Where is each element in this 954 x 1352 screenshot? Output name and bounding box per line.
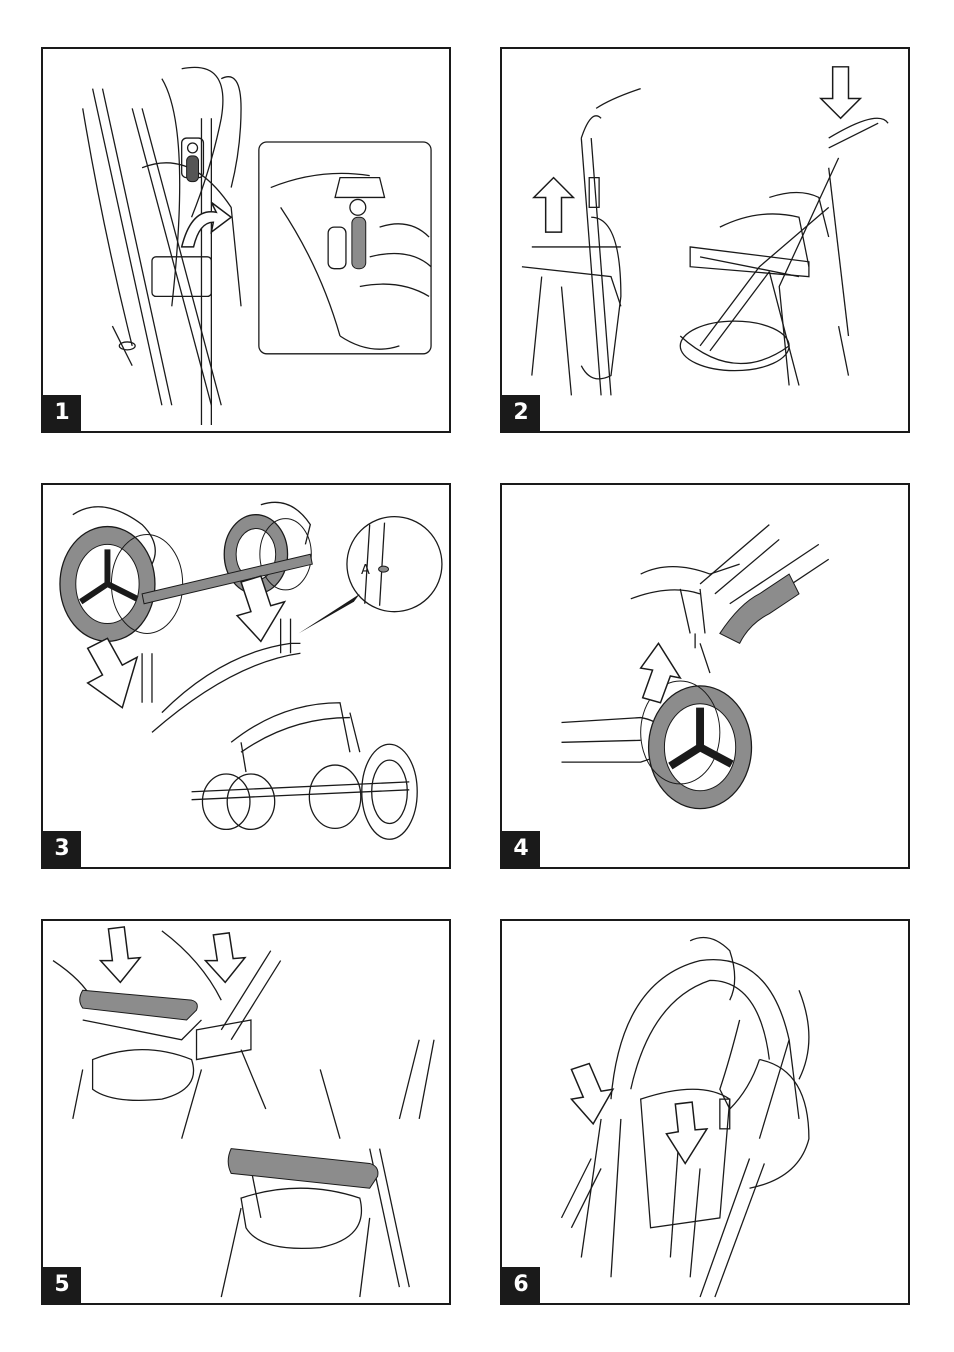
down-arrow-icon <box>237 576 285 641</box>
front-wheel-fitting-illustration <box>502 485 908 867</box>
bumper-bar-lower <box>228 1149 378 1189</box>
rotate-up-arrow-icon <box>182 202 231 247</box>
step-number-badge: 2 <box>502 395 540 431</box>
step-number-badge: 5 <box>43 1267 81 1303</box>
latch-detail-inset <box>259 142 431 354</box>
step-panel-5: 5 <box>41 919 451 1305</box>
down-arrow-icon <box>205 933 245 982</box>
down-arrow-icon <box>821 67 861 118</box>
step-number-badge: 6 <box>502 1267 540 1303</box>
step-panel-1: 1 <box>41 47 451 433</box>
step-number-badge: 1 <box>43 395 81 431</box>
step-panel-3: A 3 <box>41 483 451 869</box>
up-arrow-icon <box>534 178 574 232</box>
bumper-bar-upper <box>80 990 198 1020</box>
step-panel-2: 2 <box>500 47 910 433</box>
step-number-badge: 3 <box>43 831 81 867</box>
callout-label-a: A <box>361 563 370 578</box>
down-arrow-icon <box>666 1102 707 1163</box>
rear-wheel-left <box>60 527 183 642</box>
down-arrow-icon <box>101 927 141 982</box>
stroller-unfolding-illustration <box>502 49 908 431</box>
down-arrow-icon <box>571 1064 613 1124</box>
step-panel-4: 4 <box>500 483 910 869</box>
bumper-bar-attach-illustration <box>43 921 449 1303</box>
rear-wheel-axle-fitting-illustration <box>43 485 449 867</box>
canopy-attach-illustration <box>502 921 908 1303</box>
step-number-badge: 4 <box>502 831 540 867</box>
stroller-folded-handle-unlock-illustration <box>43 49 449 431</box>
down-arrow-icon <box>88 638 137 707</box>
step-panel-6: 6 <box>500 919 910 1305</box>
